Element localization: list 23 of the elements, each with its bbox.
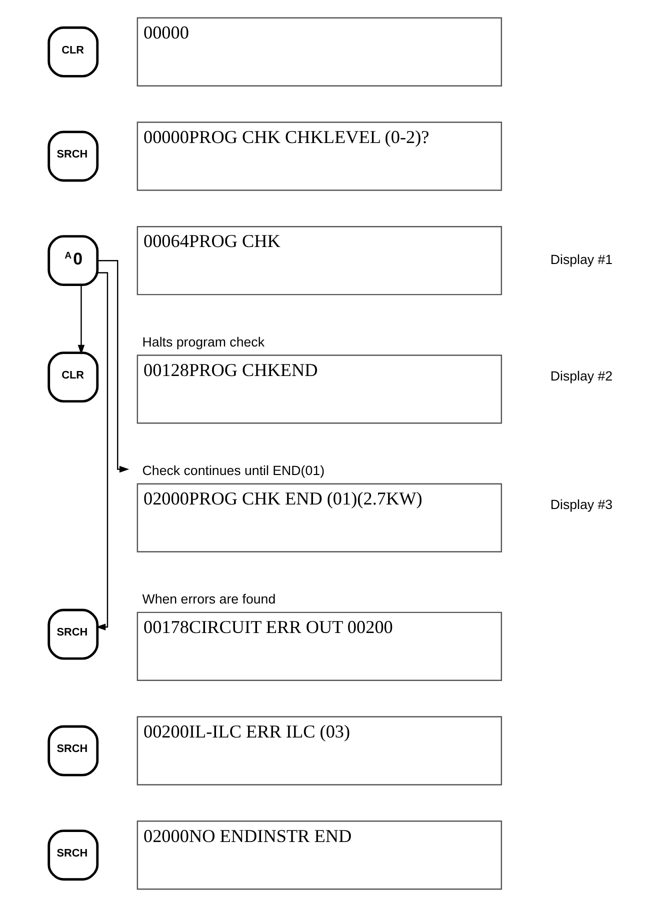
arrow (77, 285, 84, 355)
node-box: 00128PROG CHKEND (136, 354, 502, 424)
node-label: Display #2 (550, 368, 612, 384)
node-box: SRCH (47, 830, 98, 881)
node-box: CLR (47, 26, 98, 78)
node-box: 02000PROG CHK END (01)(2.7KW) (136, 483, 502, 552)
node-box: SRCH (47, 608, 98, 660)
node-box: 00200IL-ILC ERR ILC (03) (136, 716, 502, 786)
node-box: 00000 (136, 17, 502, 86)
node-box: 00064PROG CHK (136, 226, 502, 296)
node-box: 02000NO ENDINSTR END (136, 820, 502, 890)
node-box: 00000PROG CHK CHKLEVEL (0-2)? (136, 122, 502, 191)
node-label: Check continues until END(01) (142, 463, 324, 478)
node-label: When errors are found (142, 592, 276, 607)
arrow (96, 260, 129, 473)
arrow (95, 272, 108, 630)
node-label: Display #3 (550, 497, 612, 512)
node-label: Halts program check (142, 334, 264, 350)
node-box: CLR (47, 352, 98, 403)
node-box: SRCH (47, 130, 98, 182)
node-label: Display #1 (550, 252, 612, 267)
node-box: SRCH (47, 725, 98, 776)
node-box: 00178CIRCUIT ERR OUT 00200 (136, 612, 502, 681)
